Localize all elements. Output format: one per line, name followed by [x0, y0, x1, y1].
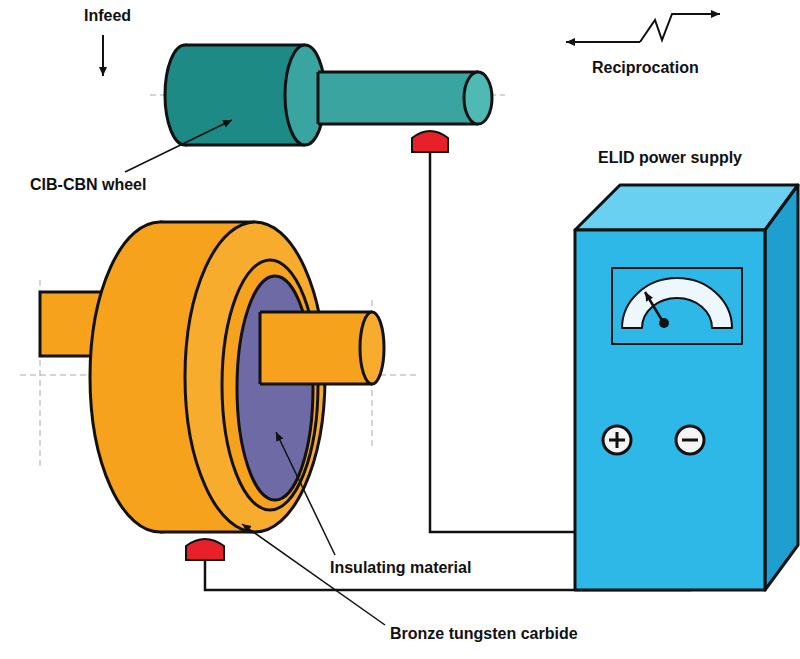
motion-label: Reciprocation	[592, 58, 699, 77]
wheel-label: CIB-CBN wheel	[30, 175, 146, 194]
infeed-label: Infeed	[84, 6, 131, 25]
part-label: Insulating material	[330, 558, 471, 577]
part-label: Bronze tungsten carbide	[390, 624, 578, 643]
power-supply-label: ELID power supply	[598, 148, 742, 167]
